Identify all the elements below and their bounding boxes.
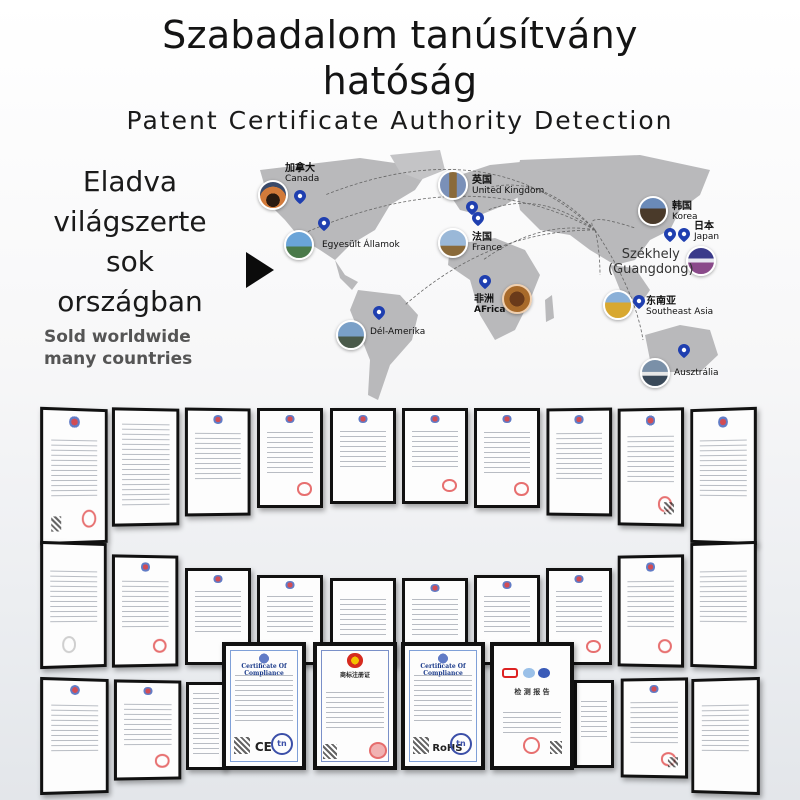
france-photo [438, 228, 468, 258]
certificate-thumbnail [111, 407, 180, 527]
certificate-thumbnail [40, 676, 109, 796]
australia-photo [640, 358, 670, 388]
slogan-line-2: világszerte [53, 205, 207, 238]
map-pin-icon [664, 228, 676, 242]
certificate-thumbnail [617, 407, 685, 527]
certificate-thumbnail [402, 408, 468, 504]
certificate-thumbnail [690, 406, 757, 546]
featured-certificate-rohs: Certificate Of Compliance RoHS tn [401, 642, 485, 770]
title-hungarian: Szabadalom tanúsítvány hatóság [0, 0, 800, 104]
sales-slogan: Eladva világszerte sok országban Sold wo… [30, 162, 230, 370]
africa-photo [502, 284, 532, 314]
map-pin-icon [294, 190, 306, 204]
australia-label: Ausztrália [674, 368, 719, 378]
certificate-wall: Certificate Of Compliance CE tn 商标注册证 Ce… [0, 400, 800, 800]
uk-photo [438, 170, 468, 200]
tn-badge: tn [449, 733, 472, 756]
canada-photo [258, 180, 288, 210]
certificate-thumbnail [185, 568, 251, 665]
slogan-en-line-2: many countries [44, 349, 193, 369]
title-line-2: hatóság [322, 59, 478, 103]
map-pin-icon [678, 228, 690, 242]
certificate-thumbnail [617, 554, 685, 668]
map-pin-icon [633, 295, 645, 309]
certificate-thumbnail [690, 540, 757, 670]
certificate-thumbnail [113, 679, 182, 781]
map-pin-icon [479, 275, 491, 289]
map-pin-icon [472, 212, 484, 226]
map-pin-icon [318, 217, 330, 231]
certificate-thumbnail [691, 676, 760, 796]
southeast-asia-photo [603, 290, 633, 320]
usa-label: Egyesült Államok [322, 240, 400, 250]
featured-certificate-ce: Certificate Of Compliance CE tn [222, 642, 306, 770]
slogan-line-4: országban [57, 285, 203, 318]
certificate-thumbnail [546, 407, 613, 517]
national-emblem-icon [347, 653, 363, 668]
title-english: Patent Certificate Authority Detection [126, 106, 674, 135]
ce-mark: CE [254, 740, 272, 754]
featured-certificate-trademark: 商标注册证 [313, 642, 397, 770]
certificate-thumbnail [186, 682, 226, 770]
title-line-1: Szabadalom tanúsítvány [162, 13, 638, 57]
map-pin-icon [373, 306, 385, 320]
certificate-thumbnail [330, 408, 396, 504]
slogan-en-line-1: Sold worldwide [44, 327, 191, 347]
slogan-hungarian: Eladva világszerte sok országban [30, 162, 230, 322]
certificate-thumbnail [111, 554, 179, 668]
south-america-photo [336, 320, 366, 350]
japan-photo [686, 246, 716, 276]
page-header: Szabadalom tanúsítvány hatóság Patent Ce… [0, 0, 800, 136]
certificate-thumbnail [620, 677, 689, 779]
korea-photo [638, 196, 668, 226]
certificate-thumbnail [184, 407, 251, 517]
slogan-english: Sold worldwide many countries [30, 326, 230, 370]
usa-photo [284, 230, 314, 260]
slogan-line-1: Eladva [82, 165, 178, 198]
certificate-thumbnail [40, 406, 108, 546]
tn-badge: tn [270, 733, 293, 756]
certificate-thumbnail [257, 408, 323, 508]
certificate-thumbnail [574, 680, 614, 768]
certificate-thumbnail [40, 540, 107, 670]
map-pin-icon [466, 201, 478, 215]
slogan-line-3: sok [106, 245, 154, 278]
south-america-label: Dél-Amerika [370, 327, 426, 337]
certificate-thumbnail [474, 408, 540, 508]
play-arrow-icon [246, 252, 274, 288]
rohs-mark: RoHS [432, 743, 463, 754]
headquarters-label: Székhely (Guangdong) [608, 247, 694, 277]
featured-certificate-test-report: 检 测 报 告 [490, 642, 574, 770]
map-pin-icon [678, 344, 690, 358]
